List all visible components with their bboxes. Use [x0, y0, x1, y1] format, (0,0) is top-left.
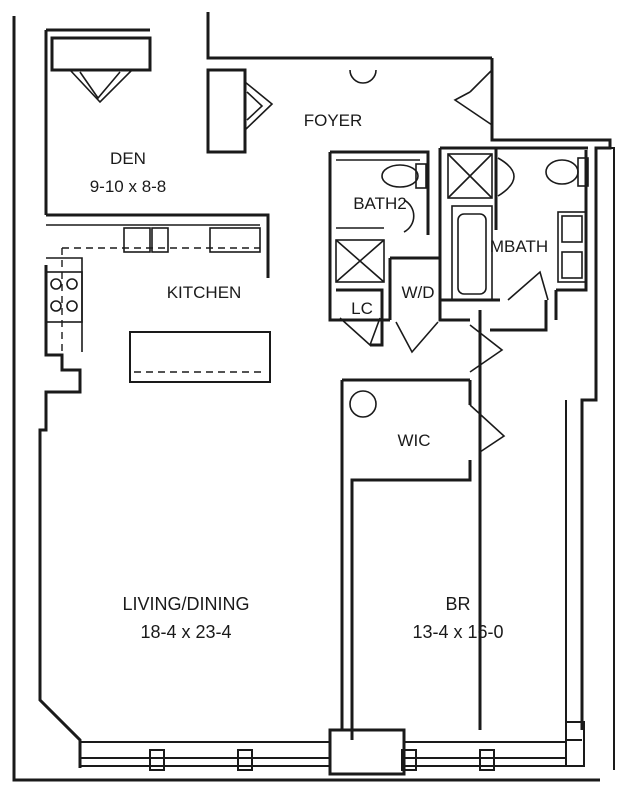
living-dims: 18-4 x 23-4 — [140, 622, 231, 642]
mbath-label: MBATH — [490, 237, 548, 256]
br-dims: 13-4 x 16-0 — [412, 622, 503, 642]
bedroom-doors — [349, 324, 506, 453]
window-wall — [80, 721, 585, 776]
kitchen-label: KITCHEN — [167, 283, 242, 302]
room-labels: DEN 9-10 x 8-8 FOYER BATH2 MBATH KITCHEN… — [90, 111, 548, 642]
den-closet — [50, 36, 152, 104]
bath2-label: BATH2 — [353, 194, 407, 213]
kitchen-counters — [45, 213, 271, 383]
br-label: BR — [445, 594, 470, 614]
wd-label: W/D — [401, 283, 434, 302]
lc-label: LC — [351, 299, 373, 318]
den-label: DEN — [110, 149, 146, 168]
mbath-fixtures — [447, 153, 589, 301]
exterior-walls — [12, 12, 615, 782]
foyer-label: FOYER — [304, 111, 363, 130]
living-label: LIVING/DINING — [122, 594, 249, 614]
interior-walls — [328, 146, 588, 740]
lc-wd — [336, 256, 442, 354]
wic-label: WIC — [397, 431, 430, 450]
den-dims: 9-10 x 8-8 — [90, 177, 167, 196]
bath2-fixtures — [335, 159, 427, 283]
foyer-closet — [206, 68, 493, 154]
